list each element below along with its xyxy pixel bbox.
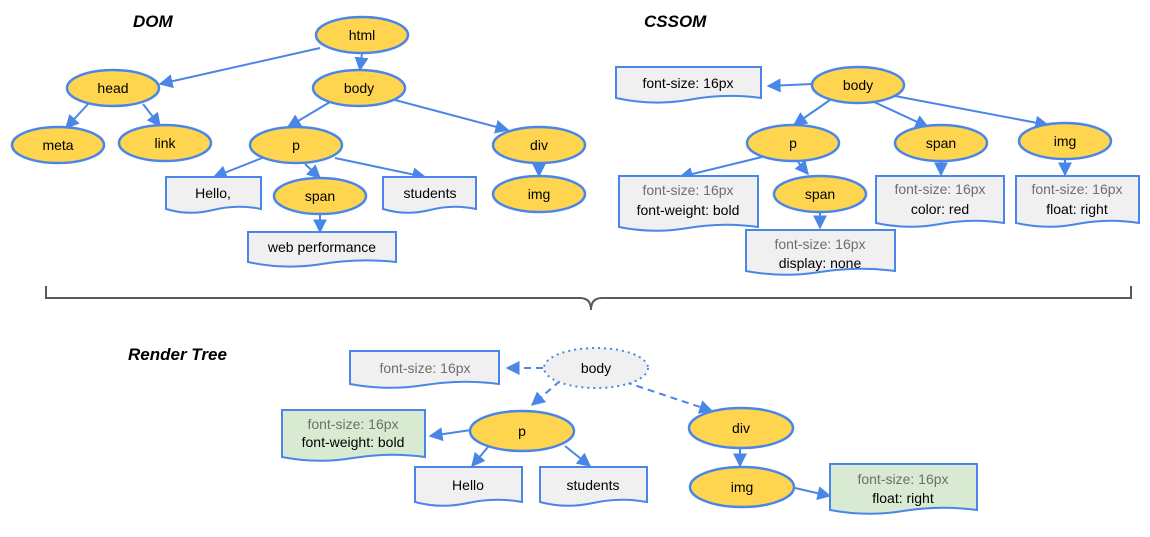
render-p-style-box: font-size: 16px font-weight: bold [281, 409, 426, 462]
cssom-span-child-style-box: font-size: 16px display: none [745, 229, 896, 276]
cssom-node-p: p [745, 123, 841, 163]
svg-text:font-size: 16px: font-size: 16px [894, 181, 985, 197]
render-node-img: img [688, 465, 796, 509]
dom-node-img: img [491, 174, 587, 214]
svg-text:Hello: Hello [452, 477, 484, 493]
svg-text:font-weight: bold: font-weight: bold [302, 434, 405, 450]
svg-text:div: div [530, 137, 548, 153]
cssom-node-img: img [1017, 121, 1113, 161]
svg-text:font-weight: bold: font-weight: bold [637, 202, 740, 218]
svg-text:font-size: 16px: font-size: 16px [307, 416, 398, 432]
dom-node-div: div [491, 125, 587, 165]
svg-text:Hello,: Hello, [195, 185, 231, 201]
svg-text:float: right: float: right [872, 490, 934, 506]
svg-text:div: div [732, 420, 750, 436]
cssom-node-body: body [810, 65, 906, 105]
svg-text:p: p [518, 423, 526, 439]
dom-node-meta: meta [10, 125, 106, 165]
svg-text:head: head [97, 80, 128, 96]
render-img-style-box: font-size: 16px float: right [829, 463, 978, 515]
svg-text:font-size: 16px: font-size: 16px [379, 360, 470, 376]
cssom-span-style-box: font-size: 16px color: red [875, 175, 1005, 228]
render-body-style-box: font-size: 16px [349, 350, 500, 389]
dom-node-link: link [117, 123, 213, 163]
dom-node-html: html [314, 15, 410, 55]
svg-text:font-size: 16px: font-size: 16px [642, 75, 733, 91]
svg-text:font-size: 16px: font-size: 16px [774, 236, 865, 252]
svg-text:font-size: 16px: font-size: 16px [857, 471, 948, 487]
svg-text:students: students [567, 477, 620, 493]
svg-text:html: html [349, 27, 375, 43]
render-node-div: div [687, 406, 795, 450]
svg-text:body: body [843, 77, 873, 93]
svg-text:font-size: 16px: font-size: 16px [642, 182, 733, 198]
svg-text:link: link [154, 135, 176, 151]
svg-text:meta: meta [42, 137, 73, 153]
cssom-title: CSSOM [644, 12, 707, 31]
cssom-edges [678, 78, 1072, 230]
cssom-node-span: span [893, 123, 989, 163]
svg-text:p: p [292, 137, 300, 153]
svg-text:span: span [805, 186, 835, 202]
svg-text:p: p [789, 135, 797, 151]
dom-text-hello: Hello, [165, 176, 262, 214]
svg-text:body: body [581, 360, 611, 376]
cssom-body-style-box: font-size: 16px [615, 66, 762, 104]
merge-brace [45, 286, 1132, 311]
render-text-students: students [539, 466, 648, 507]
svg-text:font-size: 16px: font-size: 16px [1031, 181, 1122, 197]
render-edges [428, 361, 832, 501]
dom-node-span: span [272, 176, 368, 216]
svg-text:img: img [1054, 133, 1077, 149]
render-node-body: body [543, 347, 649, 389]
svg-text:color: red: color: red [911, 201, 969, 217]
dom-text-students: students [382, 176, 477, 214]
dom-edges [65, 47, 546, 234]
svg-text:span: span [305, 188, 335, 204]
svg-text:body: body [344, 80, 374, 96]
svg-text:web performance: web performance [267, 239, 376, 255]
svg-text:display: none: display: none [779, 255, 862, 271]
svg-text:span: span [926, 135, 956, 151]
render-text-hello: Hello [414, 466, 523, 507]
dom-node-p: p [248, 125, 344, 165]
render-node-p: p [468, 409, 576, 453]
svg-text:img: img [528, 186, 551, 202]
cssom-img-style-box: font-size: 16px float: right [1015, 175, 1140, 228]
render-tree-title: Render Tree [128, 345, 227, 364]
svg-text:float: right: float: right [1046, 201, 1108, 217]
dom-node-head: head [65, 68, 161, 108]
svg-text:img: img [731, 479, 754, 495]
dom-text-web-performance: web performance [247, 231, 397, 268]
cssom-node-span-child: span [772, 174, 868, 214]
dom-node-body: body [311, 68, 407, 108]
svg-text:students: students [404, 185, 457, 201]
cssom-p-style-box: font-size: 16px font-weight: bold [618, 175, 759, 232]
dom-title: DOM [133, 12, 174, 31]
